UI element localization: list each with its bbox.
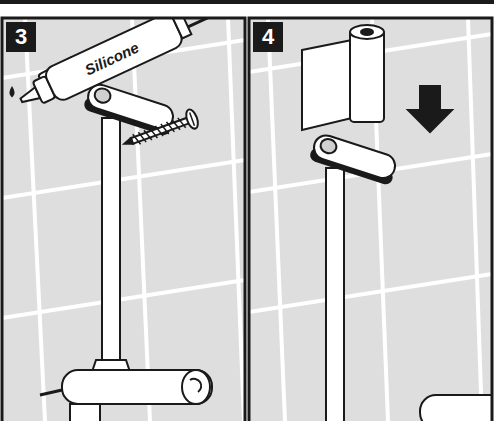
screw-thread [150, 127, 158, 140]
rail-pipe [326, 168, 344, 421]
step-number: 3 [6, 22, 36, 52]
tile-wall [2, 18, 245, 421]
screw [121, 108, 200, 153]
silicone-drop [11, 88, 14, 96]
screw-thread [138, 131, 146, 144]
panel-frame [249, 18, 492, 421]
top-rule [0, 0, 494, 4]
mixer-valve [40, 360, 212, 421]
panel-frame [2, 18, 245, 421]
silicone-tube [14, 18, 236, 117]
step-number: 4 [253, 22, 283, 52]
screw-thread [167, 121, 175, 134]
direction-arrow [408, 86, 452, 132]
step-4-drawing [302, 25, 492, 421]
screw-thread [144, 129, 152, 142]
mixer-valve [420, 395, 492, 421]
screw-thread [161, 123, 169, 136]
tile-grout [2, 18, 245, 421]
tile-grout [249, 18, 492, 421]
tile-wall [249, 18, 492, 421]
step-3-drawing [11, 18, 236, 421]
bracket-cover [302, 25, 384, 130]
wall-bracket [310, 132, 399, 185]
rail-pipe [102, 118, 120, 368]
screw-thread [172, 119, 180, 132]
screw-thread [155, 125, 163, 138]
screw-thread [178, 116, 186, 129]
